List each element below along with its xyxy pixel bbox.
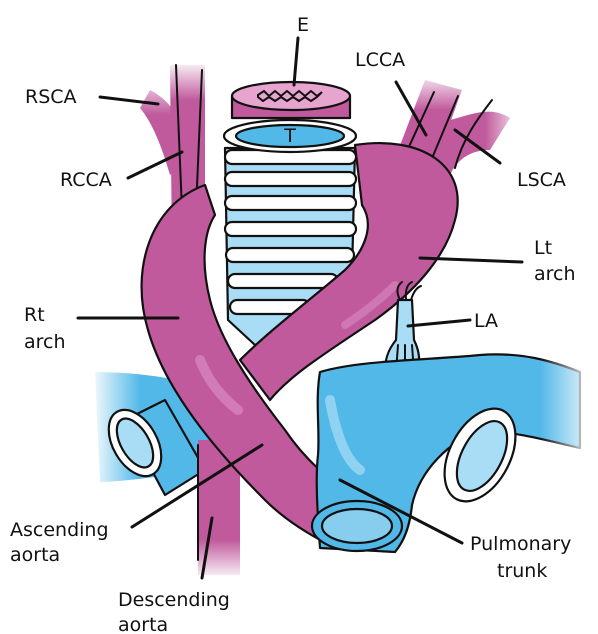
label-lsca: LSCA	[517, 169, 566, 191]
label-ascending-line1: Ascending	[10, 519, 109, 541]
leader-e	[294, 38, 298, 85]
label-rt-arch-line2: arch	[24, 331, 66, 353]
esophagus	[232, 82, 350, 118]
label-rt-arch-line1: Rt	[24, 304, 45, 326]
label-la: LA	[474, 310, 498, 332]
label-descending-line2: aorta	[118, 614, 168, 634]
label-pulmonary-line2: trunk	[497, 560, 547, 582]
label-ascending-line2: aorta	[10, 544, 60, 566]
label-trachea: T	[283, 125, 296, 147]
label-lt-arch-line2: arch	[534, 263, 576, 285]
label-descending-line1: Descending	[118, 589, 230, 611]
label-esophagus: E	[297, 14, 309, 36]
label-pulmonary-line1: Pulmonary	[470, 533, 571, 555]
leader-la	[408, 320, 470, 326]
label-lt-arch-line1: Lt	[534, 237, 552, 259]
label-lcca: LCCA	[355, 49, 405, 71]
label-rcca: RCCA	[60, 169, 112, 191]
pulmonary-trunk	[312, 350, 598, 552]
label-rsca: RSCA	[25, 86, 77, 108]
